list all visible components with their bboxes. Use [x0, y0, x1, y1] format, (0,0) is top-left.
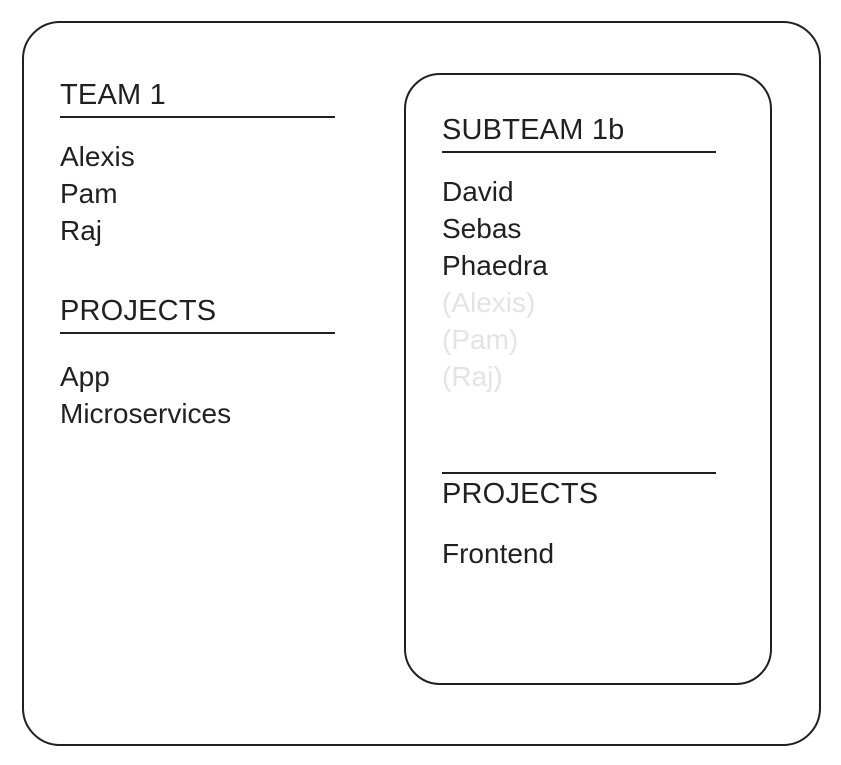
team-section: TEAM 1 Alexis Pam Raj: [60, 78, 335, 249]
team-member-list: Alexis Pam Raj: [60, 138, 335, 249]
subteam-title: SUBTEAM 1b: [442, 114, 625, 146]
team-member: Pam: [60, 178, 118, 209]
team-title: TEAM 1: [60, 79, 166, 111]
subteam-member: Sebas: [442, 213, 522, 244]
subteam-member-list: David Sebas Phaedra (Alexis) (Pam) (Raj): [442, 173, 716, 395]
subteam-projects-rule: [442, 472, 716, 474]
subteam-member-inherited: (Alexis): [442, 287, 536, 318]
team-projects-section: PROJECTS App Microservices: [60, 294, 335, 432]
team-projects-title: PROJECTS: [60, 295, 217, 327]
subteam-section: SUBTEAM 1b David Sebas Phaedra (Alexis) …: [442, 113, 716, 395]
team-member: Alexis: [60, 141, 135, 172]
subteam-member: David: [442, 176, 514, 207]
subteam-member: Phaedra: [442, 250, 548, 281]
subteam-projects-section: PROJECTS Frontend: [442, 472, 716, 572]
team-project: Microservices: [60, 398, 232, 429]
subteam-title-rule: [442, 151, 716, 153]
subteam-member-inherited: (Raj): [442, 361, 503, 392]
team-project-list: App Microservices: [60, 358, 335, 432]
subteam-project-list: Frontend: [442, 535, 716, 572]
team-title-rule: [60, 116, 335, 118]
team-member: Raj: [60, 215, 103, 246]
team-projects-rule: [60, 332, 335, 334]
subteam-box: [404, 73, 772, 685]
subteam-projects-title: PROJECTS: [442, 478, 599, 510]
team-project: App: [60, 361, 110, 392]
subteam-member-inherited: (Pam): [442, 324, 519, 355]
subteam-project: Frontend: [442, 538, 555, 569]
team-box: [22, 21, 821, 746]
